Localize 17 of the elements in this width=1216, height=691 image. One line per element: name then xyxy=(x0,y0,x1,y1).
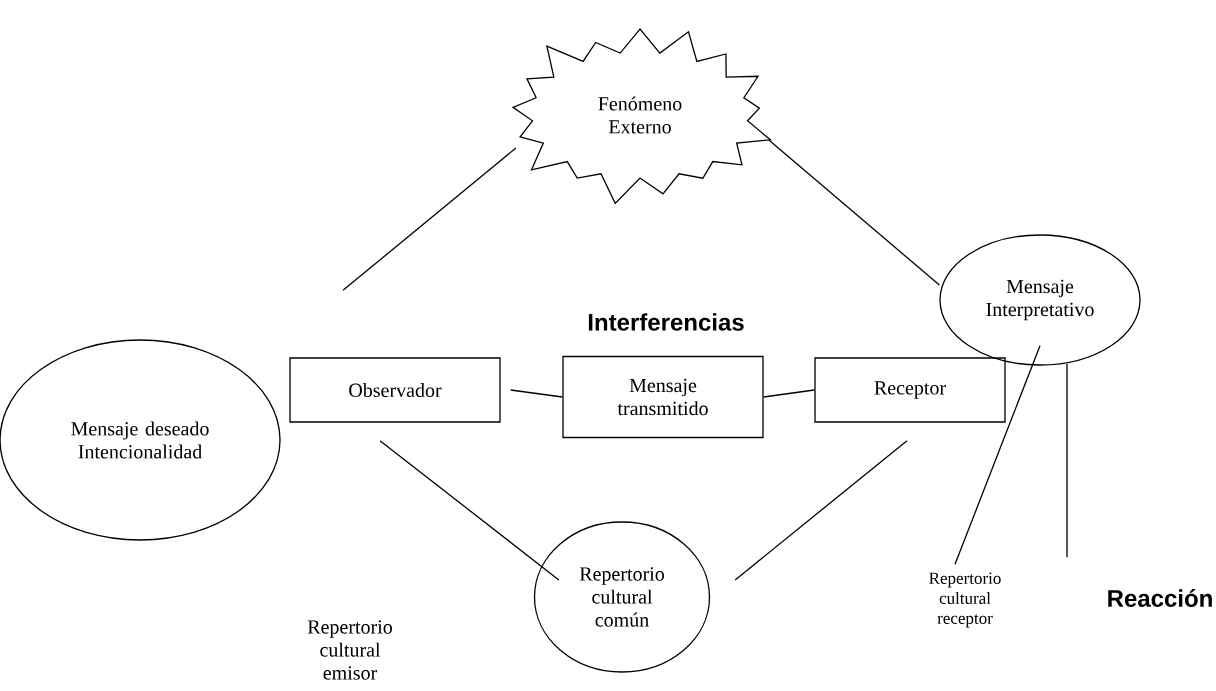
text-label: Repertorio cultural emisor xyxy=(307,620,392,680)
connector-line xyxy=(379,440,560,581)
text-label: Repertorio cultural receptor xyxy=(929,572,1001,628)
connector-line xyxy=(734,440,908,581)
connector-line xyxy=(763,389,815,398)
connector-line xyxy=(768,139,940,286)
connector-line xyxy=(1066,363,1068,558)
connector-line xyxy=(954,345,1041,565)
connector-line xyxy=(342,147,517,291)
text-label: Reacción xyxy=(1108,589,1212,607)
heading-label: Interferencias xyxy=(588,313,744,331)
process-box: Receptor xyxy=(814,357,1006,423)
ellipse-node: Mensaje Interpretativo xyxy=(939,234,1141,366)
connector-line xyxy=(510,389,563,398)
ellipse-node: Repertorio cultural común xyxy=(533,521,711,673)
process-box: Observador xyxy=(289,357,501,423)
process-box: Mensaje transmitido xyxy=(562,355,764,439)
